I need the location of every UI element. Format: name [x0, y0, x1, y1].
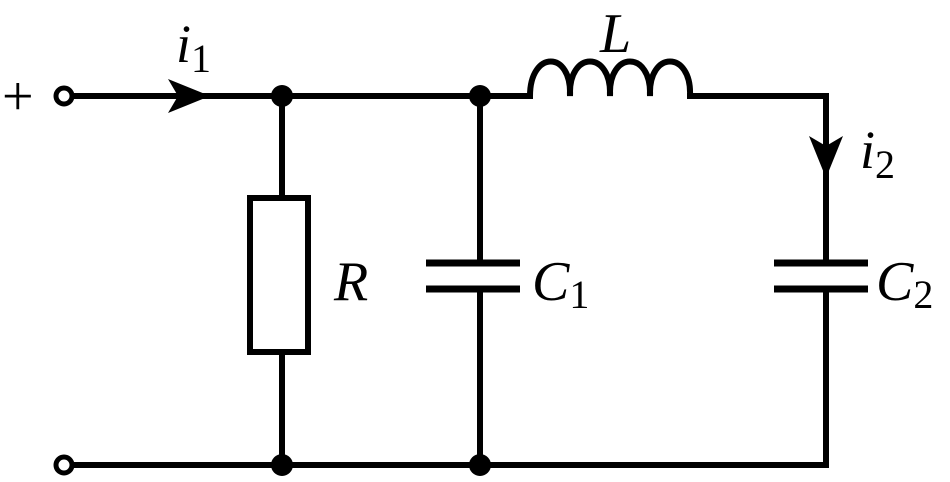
- current-arrow-i2: [809, 136, 843, 178]
- junction-node-top-c1: [469, 85, 491, 107]
- current-arrow-i1: [168, 79, 210, 113]
- input-terminal-top: [53, 85, 75, 107]
- positive-sign: +: [2, 66, 34, 128]
- junction-node-bottom-c1: [469, 454, 491, 476]
- label-i1: i1: [176, 14, 211, 81]
- label-R: R: [333, 251, 368, 313]
- input-terminal-bottom: [53, 454, 75, 476]
- label-i2: i2: [860, 120, 895, 187]
- label-C2: C2: [876, 251, 933, 317]
- inductor-coil: [527, 58, 694, 97]
- label-C1: C1: [532, 251, 589, 317]
- junction-node-top-r: [271, 85, 293, 107]
- label-L: L: [599, 3, 631, 65]
- resistor-body: [247, 195, 311, 355]
- junction-node-bottom-r: [271, 454, 293, 476]
- top-wire-right: [687, 93, 829, 265]
